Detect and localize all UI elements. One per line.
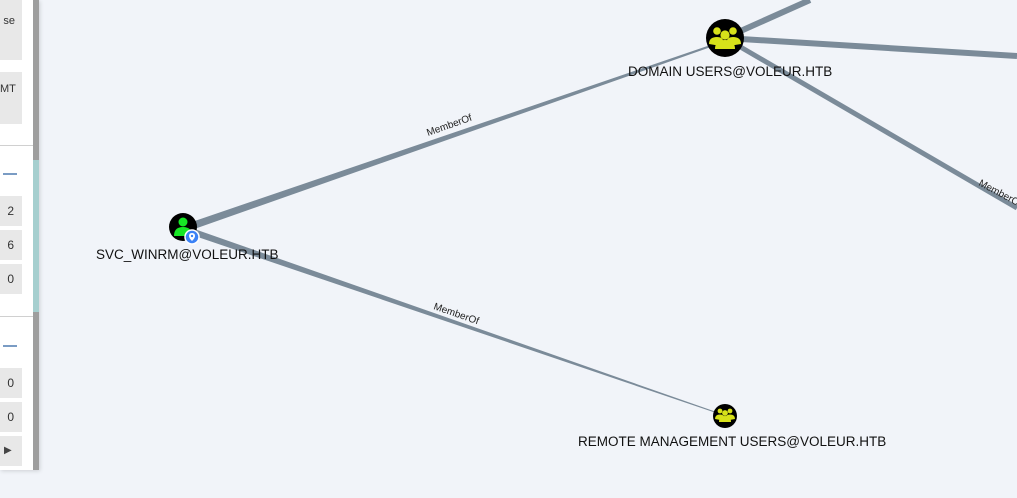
group-icon: [715, 408, 735, 422]
node-domain-users[interactable]: [706, 19, 744, 57]
panel-divider: [0, 145, 33, 146]
panel-cell: se: [0, 0, 22, 60]
group-icon: [709, 27, 741, 49]
edge-label-memberof: MemberOf: [977, 178, 1017, 210]
panel-expand-row[interactable]: ▶: [0, 436, 22, 466]
node-label-svc-winrm: SVC_WINRM@VOLEUR.HTB: [96, 247, 279, 262]
collapse-section-icon[interactable]: [3, 345, 17, 347]
panel-scrollbar[interactable]: [33, 160, 39, 312]
graph-edge[interactable]: [723, 35, 1017, 211]
expand-arrow-icon: ▶: [4, 445, 12, 456]
panel-count[interactable]: 0: [0, 368, 22, 398]
node-label-remote-management-users: REMOTE MANAGEMENT USERS@VOLEUR.HTB: [578, 434, 887, 449]
graph-edge[interactable]: [724, 35, 1017, 59]
panel-count[interactable]: 0: [0, 264, 22, 294]
collapse-section-icon[interactable]: [3, 173, 17, 175]
panel-cell: MT: [0, 72, 22, 124]
owned-marker-icon: [184, 229, 200, 245]
node-label-domain-users: DOMAIN USERS@VOLEUR.HTB: [628, 64, 833, 79]
panel-count[interactable]: 6: [0, 230, 22, 260]
node-remote-management-users[interactable]: [713, 404, 737, 428]
edge-svc-to-domain-users[interactable]: [183, 40, 725, 233]
edge-svc-to-remote-mgmt[interactable]: [183, 225, 725, 416]
panel-count[interactable]: 2: [0, 196, 22, 226]
panel-count[interactable]: 0: [0, 402, 22, 432]
node-svc-winrm[interactable]: [169, 213, 200, 245]
panel-divider: [0, 316, 33, 317]
